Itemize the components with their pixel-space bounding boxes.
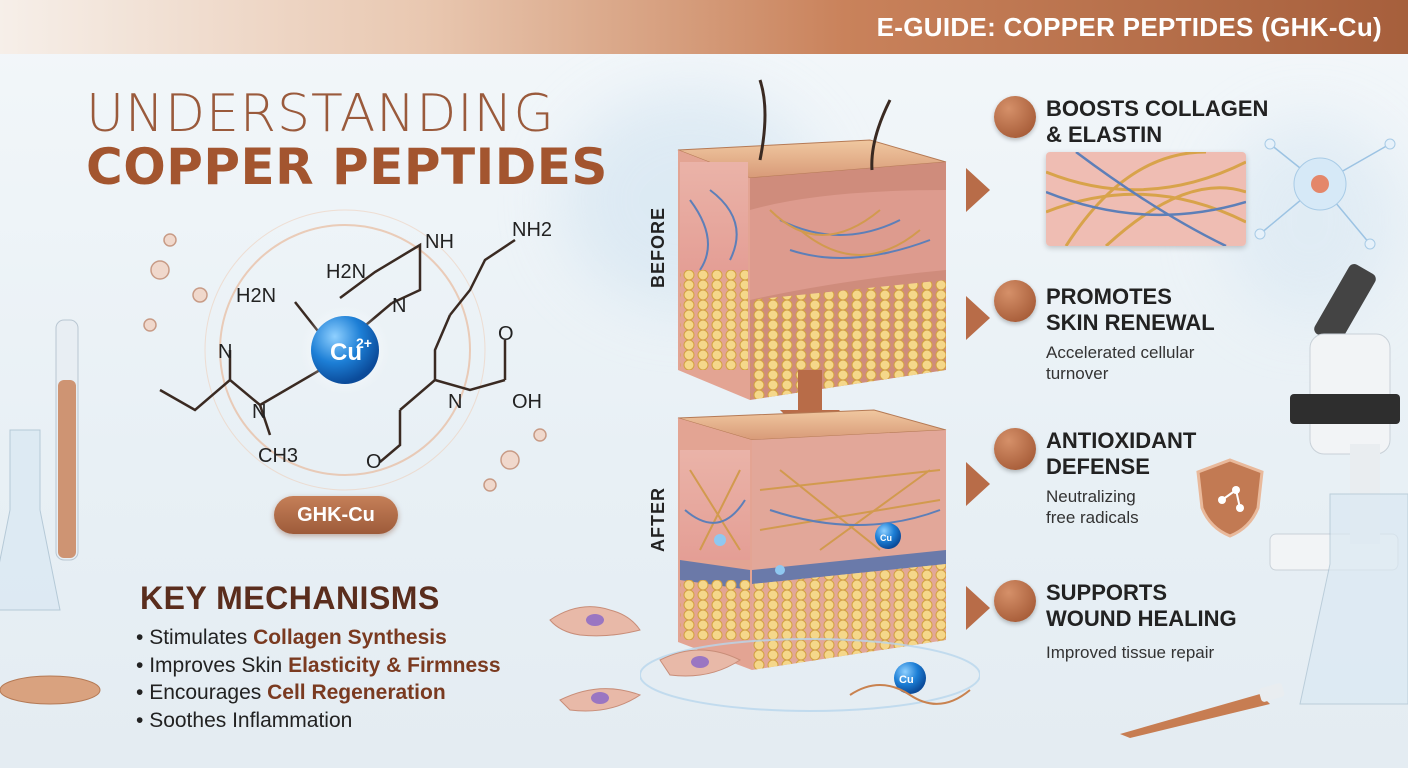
antioxidant-icon	[994, 428, 1036, 470]
molecule-diagram: Cu 2+ H2N H2N NH NH2 N N O OH O N CH3 N	[143, 209, 552, 492]
benefit-sub: Improved tissue repair	[1046, 643, 1215, 662]
top-banner: E-GUIDE: COPPER PEPTIDES (GHK-Cu)	[0, 0, 1408, 54]
skin-diagram: Cu Cu	[640, 79, 980, 712]
list-item: • Soothes Inflammation	[136, 708, 353, 732]
item-text: Stimulates	[149, 626, 254, 649]
list-item: • Improves Skin Elasticity & Firmness	[136, 653, 501, 677]
group-o: O	[498, 323, 514, 345]
copper-ion-small	[875, 523, 901, 549]
benefit-title-line2: WOUND HEALING	[1046, 606, 1237, 631]
group-n-left: N	[252, 401, 266, 423]
renewal-icon	[994, 280, 1036, 322]
benefit-sub-line2: turnover	[1046, 364, 1109, 383]
group-o-bottom: O	[366, 451, 382, 473]
fibroblast-cells	[549, 606, 741, 712]
group-oh: OH	[512, 391, 542, 413]
chevron-right-icon	[966, 586, 990, 630]
benefit-sub-line2: free radicals	[1046, 508, 1139, 527]
benefit-title-line2: & ELASTIN	[1046, 122, 1163, 147]
skin-block-before	[677, 79, 947, 400]
chevron-right-icon	[966, 462, 990, 506]
headline-line1: UNDERSTANDING	[86, 84, 555, 144]
benefit-sub-line1: Neutralizing	[1046, 487, 1136, 506]
group-h2n-top: H2N	[326, 261, 366, 283]
copper-ion-dna	[894, 662, 926, 694]
benefit-title: BOOSTS COLLAGEN & ELASTIN	[1046, 96, 1268, 148]
copper-charge: 2+	[356, 335, 372, 351]
skin-block-after: Cu	[677, 409, 947, 670]
collagen-fiber-image	[1046, 152, 1246, 246]
healing-icon	[994, 580, 1036, 622]
benefit-title-line1: ANTIOXIDANT	[1046, 428, 1197, 453]
ghk-cu-label: GHK-Cu	[274, 496, 398, 534]
item-bold: Elasticity & Firmness	[288, 653, 501, 677]
shield-icon	[1196, 458, 1264, 538]
group-nh: NH	[425, 231, 454, 253]
chevron-right-icon	[966, 296, 990, 340]
copper-symbol: Cu	[330, 339, 362, 366]
lab-glassware	[0, 319, 101, 705]
group-n-amide: N	[448, 391, 462, 413]
benefit-title-line1: PROMOTES	[1046, 284, 1172, 309]
item-bold: Collagen Synthesis	[253, 626, 447, 649]
pipette-icon	[1120, 683, 1285, 738]
benefit-title-line1: BOOSTS COLLAGEN	[1046, 96, 1269, 121]
group-ch3: CH3	[258, 445, 298, 467]
atom-cluster	[143, 233, 547, 492]
banner-title: E-GUIDE: COPPER PEPTIDES (GHK-Cu)	[876, 12, 1382, 42]
before-label: BEFORE	[648, 206, 668, 288]
benefit-title-line1: SUPPORTS	[1046, 580, 1168, 605]
collagen-icon	[994, 96, 1036, 138]
copper-symbol-small: Cu	[880, 533, 892, 543]
orbit-ring	[219, 224, 471, 476]
dna-icon	[849, 684, 971, 705]
headline-line2: COPPER PEPTIDES	[86, 138, 608, 196]
after-label: AFTER	[648, 487, 668, 552]
copper-symbol-dna: Cu	[899, 674, 914, 686]
group-n-ring: N	[392, 295, 406, 317]
item-text: Improves Skin	[149, 653, 289, 677]
lab-decor-right	[1254, 138, 1408, 705]
chevron-right-icon	[966, 168, 990, 212]
benefit-title: SUPPORTS WOUND HEALING	[1046, 580, 1237, 632]
benefit-title-line2: SKIN RENEWAL	[1046, 310, 1215, 335]
copper-ion	[311, 316, 379, 384]
list-item: • Stimulates Collagen Synthesis	[136, 626, 447, 649]
key-mechanisms-title: KEY MECHANISMS	[140, 580, 440, 616]
item-text: Soothes Inflammation	[149, 708, 353, 732]
group-nh2: NH2	[512, 219, 552, 241]
key-mechanisms-list: • Stimulates Collagen Synthesis • Improv…	[136, 626, 501, 736]
item-bold: Cell Regeneration	[267, 681, 446, 704]
benefit-title: ANTIOXIDANT DEFENSE	[1046, 428, 1196, 480]
item-text: Encourages	[149, 681, 268, 704]
benefit-title: PROMOTES SKIN RENEWAL	[1046, 284, 1215, 336]
benefit-title-line2: DEFENSE	[1046, 454, 1150, 479]
benefit-sub-line1: Accelerated cellular	[1046, 343, 1195, 362]
benefit-sub: Accelerated cellular turnover	[1046, 342, 1194, 384]
list-item: • Encourages Cell Regeneration	[136, 681, 446, 704]
group-h2n-left: H2N	[236, 285, 276, 307]
group-o-left: N	[218, 341, 232, 363]
benefit-sub: Neutralizing free radicals	[1046, 486, 1139, 528]
